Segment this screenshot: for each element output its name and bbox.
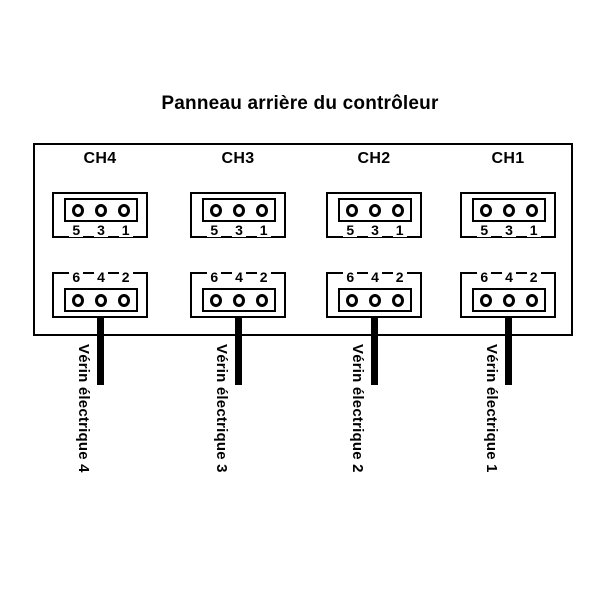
pin-hole[interactable]	[526, 293, 539, 307]
pin-hole[interactable]	[345, 203, 358, 217]
pin-number: 4	[231, 270, 246, 284]
connector-ch2-top[interactable]: 5 3 1	[326, 192, 422, 238]
pin-hole[interactable]	[479, 203, 492, 217]
pin-housing-ch1-top	[472, 198, 546, 222]
pin-hole[interactable]	[256, 203, 269, 217]
pin-housing-ch3-bottom	[202, 288, 276, 312]
pin-hole[interactable]	[368, 293, 381, 307]
pin-number: 3	[501, 223, 516, 237]
pin-number: 4	[501, 270, 516, 284]
pin-number: 3	[367, 223, 382, 237]
pin-hole[interactable]	[232, 203, 245, 217]
pin-hole[interactable]	[502, 293, 515, 307]
channel-label-ch4: CH4	[83, 150, 117, 167]
pin-hole[interactable]	[94, 293, 107, 307]
pin-number: 4	[93, 270, 108, 284]
pin-hole[interactable]	[368, 203, 381, 217]
connector-ch4-top[interactable]: 5 3 1	[52, 192, 148, 238]
connector-ch3-top[interactable]: 5 3 1	[190, 192, 286, 238]
pin-hole[interactable]	[392, 203, 405, 217]
actuator-label-ch1: Vérin électrique 1	[483, 344, 500, 473]
page-title: Panneau arrière du contrôleur	[161, 93, 439, 114]
pin-number: 3	[231, 223, 246, 237]
pin-number: 6	[207, 270, 222, 284]
pin-hole[interactable]	[71, 203, 84, 217]
pin-number: 5	[207, 223, 222, 237]
pin-hole[interactable]	[502, 203, 515, 217]
pin-number: 3	[93, 223, 108, 237]
channel-label-ch1: CH1	[491, 150, 525, 167]
pin-housing-ch4-top	[64, 198, 138, 222]
cable-ch1	[505, 316, 512, 385]
pin-numbers-ch3-odd: 5 3 1	[202, 223, 276, 237]
actuator-label-ch2: Vérin électrique 2	[349, 344, 366, 473]
channel-label-ch3: CH3	[221, 150, 255, 167]
pin-hole[interactable]	[256, 293, 269, 307]
pin-number: 1	[256, 223, 271, 237]
pin-number: 1	[526, 223, 541, 237]
pin-number: 6	[69, 270, 84, 284]
pin-hole[interactable]	[526, 203, 539, 217]
channel-label-ch2: CH2	[357, 150, 391, 167]
pin-number: 6	[477, 270, 492, 284]
pin-numbers-ch3-even: 6 4 2	[202, 270, 276, 284]
pin-housing-ch4-bottom	[64, 288, 138, 312]
cable-ch2	[371, 316, 378, 385]
channel-group-ch2: CH2 5 3 1 6 4 2	[324, 150, 424, 340]
pin-housing-ch2-bottom	[338, 288, 412, 312]
pin-numbers-ch1-even: 6 4 2	[472, 270, 546, 284]
channel-group-ch3: CH3 5 3 1 6 4 2	[188, 150, 288, 340]
connector-ch3-bottom[interactable]: 6 4 2	[190, 270, 286, 318]
connector-ch4-bottom[interactable]: 6 4 2	[52, 270, 148, 318]
pin-hole[interactable]	[479, 293, 492, 307]
connector-ch1-top[interactable]: 5 3 1	[460, 192, 556, 238]
cable-ch4	[97, 316, 104, 385]
pin-number: 2	[392, 270, 407, 284]
pin-hole[interactable]	[71, 293, 84, 307]
pin-numbers-ch4-even: 6 4 2	[64, 270, 138, 284]
pin-numbers-ch2-even: 6 4 2	[338, 270, 412, 284]
pin-housing-ch3-top	[202, 198, 276, 222]
pin-number: 4	[367, 270, 382, 284]
pin-number: 1	[392, 223, 407, 237]
pin-hole[interactable]	[94, 203, 107, 217]
pin-hole[interactable]	[345, 293, 358, 307]
pin-number: 5	[69, 223, 84, 237]
connector-ch2-bottom[interactable]: 6 4 2	[326, 270, 422, 318]
pin-housing-ch1-bottom	[472, 288, 546, 312]
cable-ch3	[235, 316, 242, 385]
pin-number: 2	[256, 270, 271, 284]
pin-numbers-ch2-odd: 5 3 1	[338, 223, 412, 237]
pin-number: 1	[118, 223, 133, 237]
pin-hole[interactable]	[209, 293, 222, 307]
pin-number: 2	[526, 270, 541, 284]
pin-hole[interactable]	[232, 293, 245, 307]
pin-numbers-ch4-odd: 5 3 1	[64, 223, 138, 237]
actuator-label-ch3: Vérin électrique 3	[213, 344, 230, 473]
pin-hole[interactable]	[392, 293, 405, 307]
pin-hole[interactable]	[118, 293, 131, 307]
channel-group-ch4: CH4 5 3 1 6 4 2	[50, 150, 150, 340]
pin-number: 6	[343, 270, 358, 284]
pin-hole[interactable]	[209, 203, 222, 217]
actuator-label-ch4: Vérin électrique 4	[75, 344, 92, 473]
pin-housing-ch2-top	[338, 198, 412, 222]
connector-ch1-bottom[interactable]: 6 4 2	[460, 270, 556, 318]
pin-number: 2	[118, 270, 133, 284]
channel-group-ch1: CH1 5 3 1 6 4 2	[458, 150, 558, 340]
pin-number: 5	[343, 223, 358, 237]
pin-numbers-ch1-odd: 5 3 1	[472, 223, 546, 237]
pin-hole[interactable]	[118, 203, 131, 217]
pin-number: 5	[477, 223, 492, 237]
